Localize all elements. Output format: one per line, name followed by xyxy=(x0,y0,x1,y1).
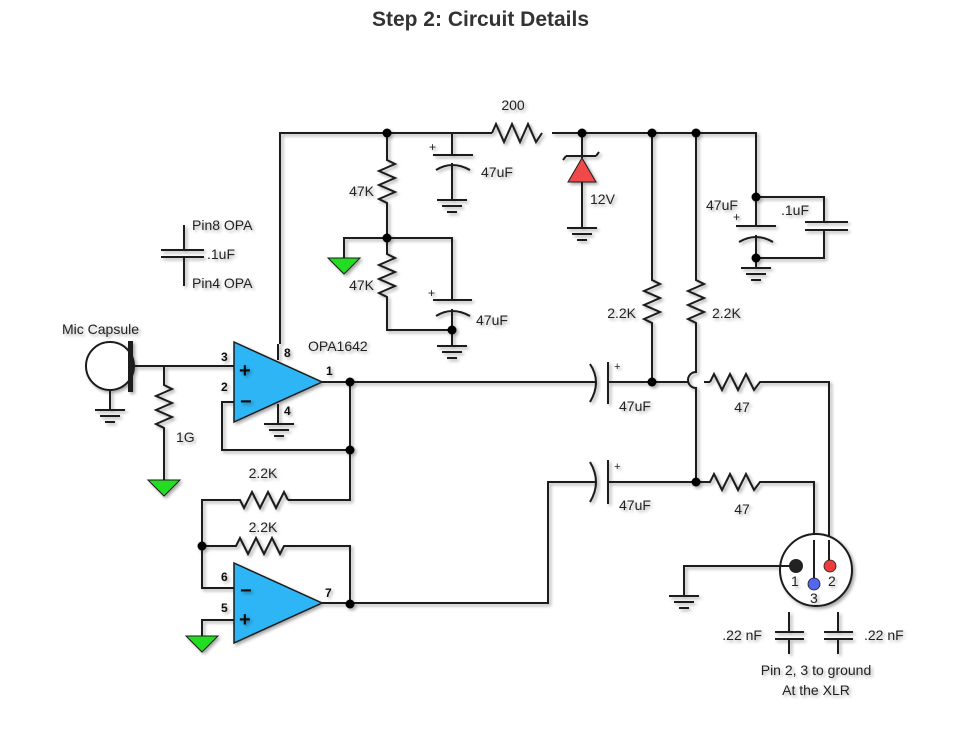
capacitor-47uf-out-hot: + xyxy=(589,361,652,404)
resistor-47-cold xyxy=(696,471,815,582)
label-xlr-note-1: Pin 2, 3 to ground xyxy=(761,662,872,678)
divider-midpoint-net xyxy=(343,237,453,300)
pin-7: 7 xyxy=(325,586,332,600)
xlr-pin1 xyxy=(789,559,803,573)
signal-ground-icon xyxy=(326,257,362,275)
label-c-bypass-elec: 47uF xyxy=(706,197,738,213)
svg-text:+: + xyxy=(614,361,620,373)
pin-1: 1 xyxy=(326,364,333,378)
xlr-pin3 xyxy=(807,577,821,591)
decoupling-cap-note xyxy=(161,225,204,286)
pin-5: 5 xyxy=(221,601,228,615)
label-opamp: OPA1642 xyxy=(308,338,368,354)
label-c-bypass-cer: .1uF xyxy=(781,202,809,218)
pin-6: 6 xyxy=(221,570,228,584)
opamp1-minus: − xyxy=(240,391,252,413)
label-r-47k-top: 47K xyxy=(349,183,375,199)
label-c-div: 47uF xyxy=(476,312,508,328)
opamp-u1a xyxy=(221,340,596,501)
label-r-2k2-feedback: 2.2K xyxy=(249,519,278,535)
pin-8: 8 xyxy=(284,346,291,360)
label-c-xlr-right: .22 nF xyxy=(864,627,904,643)
label-c-out-hot: 47uF xyxy=(619,398,651,414)
opamp2-plus: + xyxy=(239,609,251,631)
opamp2-minus: − xyxy=(240,580,252,602)
svg-text:+: + xyxy=(429,140,436,154)
resistor-47k-top xyxy=(376,133,398,238)
label-r-47-hot: 47 xyxy=(734,399,750,415)
capacitor-47uf-supply: + xyxy=(429,133,473,213)
label-r-200: 200 xyxy=(501,97,525,113)
label-r-2k2-right: 2.2K xyxy=(712,305,741,321)
label-c-out-cold: 47uF xyxy=(619,497,651,513)
xlr-ground-caps xyxy=(775,612,853,654)
label-decoupling-top: Pin8 OPA xyxy=(192,217,253,233)
label-zener: 12V xyxy=(590,191,616,207)
label-decoupling-value: .1uF xyxy=(207,246,235,262)
label-r-1g: 1G xyxy=(176,429,195,445)
page-title: Step 2: Circuit Details xyxy=(371,8,590,31)
resistor-47-hot xyxy=(709,371,830,562)
xlr-pin2 xyxy=(823,559,837,573)
opamp-u1b xyxy=(184,481,596,653)
label-mic-capsule: Mic Capsule xyxy=(62,321,139,337)
signal-ground-icon xyxy=(184,635,220,653)
label-xlr-note-2: At the XLR xyxy=(782,682,850,698)
label-decoupling-bottom: Pin4 OPA xyxy=(192,275,253,291)
xlr-label-1: 1 xyxy=(791,573,799,589)
resistor-2k2-input xyxy=(201,489,289,546)
resistor-1g xyxy=(146,366,182,497)
svg-text:+: + xyxy=(614,461,620,473)
zener-triangle xyxy=(567,157,597,183)
capacitor-47uf-divider: + xyxy=(428,286,472,359)
label-r-2k2-left: 2.2K xyxy=(607,305,636,321)
supply-rail xyxy=(279,132,757,344)
xlr-label-3: 3 xyxy=(810,590,818,606)
resistor-2k2-right xyxy=(685,133,707,482)
pin-2: 2 xyxy=(221,380,228,394)
label-c-xlr-left: .22 nF xyxy=(722,627,762,643)
resistor-200 xyxy=(491,121,543,145)
pin-4: 4 xyxy=(284,404,291,418)
signal-ground-icon xyxy=(146,479,182,497)
svg-text:+: + xyxy=(428,286,435,300)
label-r-47k-bottom: 47K xyxy=(349,277,375,293)
xlr-label-2: 2 xyxy=(828,573,836,589)
junction-dots xyxy=(197,128,761,609)
mic-capsule xyxy=(85,341,235,423)
xlr-connector xyxy=(669,533,853,609)
svg-text:+: + xyxy=(733,210,740,224)
label-r-47-cold: 47 xyxy=(734,501,750,517)
pin-3: 3 xyxy=(221,350,228,364)
resistor-2k2-feedback xyxy=(201,535,351,604)
capacitor-47uf-out-cold: + xyxy=(589,460,696,504)
label-c-supply: 47uF xyxy=(481,164,513,180)
resistor-47k-bottom xyxy=(376,238,452,331)
label-r-2k2-input: 2.2K xyxy=(249,465,278,481)
bypass-caps-right: + xyxy=(733,196,848,281)
resistor-2k2-left xyxy=(641,133,663,380)
opamp1-plus: + xyxy=(239,360,251,382)
zener-diode xyxy=(562,133,600,241)
